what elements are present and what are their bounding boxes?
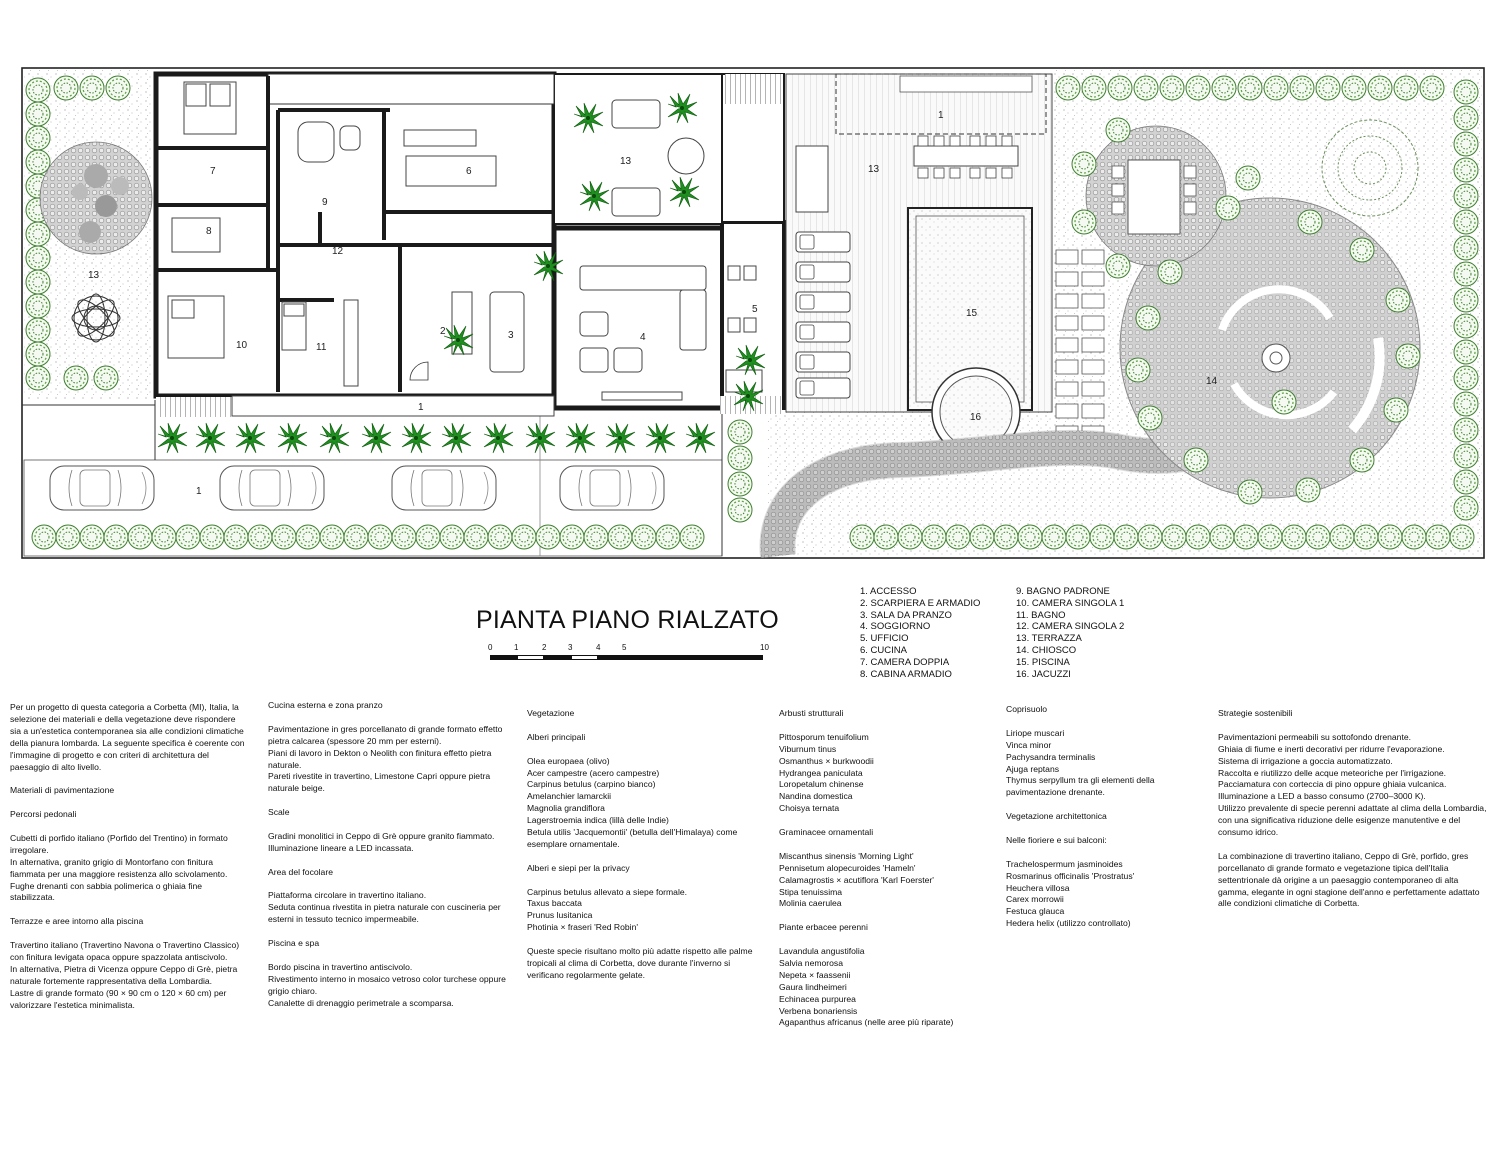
notes-heading: Piante erbacee perenni (779, 922, 868, 933)
notes-heading: Scale (268, 807, 290, 818)
room-label-11: 11 (316, 342, 327, 353)
notes-heading: Materiali di pavimentazione (10, 785, 115, 796)
scale-segment (571, 655, 598, 660)
notes-heading: Cucina esterna e zona pranzo (268, 700, 383, 710)
scale-segment (598, 655, 625, 660)
notes-paragraph: Trachelospermum jasminoides Rosmarinus o… (1006, 858, 1135, 929)
room-label-14: 14 (1206, 376, 1218, 387)
floor-plan-drawing: 7 8 9 6 12 10 11 2 3 4 5 1 1 1 13 13 13 … (21, 67, 1485, 559)
room-label-15: 15 (966, 308, 978, 319)
notes-paragraph: Gradini monolitici in Ceppo di Grè oppur… (268, 830, 495, 853)
room-label-5: 5 (752, 304, 758, 315)
legend-item: 3. SALA DA PRANZO (860, 609, 952, 621)
room-label-13-deck: 13 (868, 164, 880, 175)
legend-item: 10. CAMERA SINGOLA 1 (1016, 597, 1125, 609)
notes-paragraph: Olea europaea (olivo) Acer campestre (ac… (527, 755, 738, 849)
legend-item: 13. TERRAZZA (1016, 633, 1082, 645)
legend-item: 5. UFFICIO (860, 633, 909, 645)
scale-label: 5 (622, 643, 627, 652)
notes-heading: Strategie sostenibili (1218, 708, 1293, 718)
legend-item: 6. CUCINA (860, 644, 907, 656)
room-label-2: 2 (440, 326, 446, 337)
notes-column-groundcover: Coprisuolo Liriope muscari Vinca minor P… (1006, 704, 1202, 942)
notes-heading: Piscina e spa (268, 938, 320, 949)
notes-paragraph: Miscanthus sinensis 'Morning Light' Penn… (779, 850, 934, 909)
notes-paragraph: Nelle fioriere e sui balconi: (1006, 834, 1107, 845)
notes-paragraph: Lavandula angustifolia Salvia nemorosa N… (779, 946, 954, 1028)
scale-segment (544, 655, 571, 660)
notes-column-shrubs: Arbusti strutturali Pittosporum tenuifol… (779, 708, 994, 1041)
notes-paragraph: Per un progetto di questa categoria a Co… (10, 702, 245, 772)
room-label-1-parking: 1 (196, 486, 202, 497)
notes-paragraph: Cubetti di porfido italiano (Porfido del… (10, 832, 228, 903)
legend-item: 2. SCARPIERA E ARMADIO (860, 597, 981, 609)
room-label-9: 9 (322, 197, 328, 208)
notes-column-sustainability: Strategie sostenibili Pavimentazioni per… (1218, 708, 1488, 922)
notes-heading: Coprisuolo (1006, 704, 1048, 714)
room-label-1-front: 1 (418, 402, 424, 413)
notes-paragraph: Bordo piscina in travertino antiscivolo.… (268, 961, 506, 1008)
legend-item: 7. CAMERA DOPPIA (860, 656, 950, 668)
notes-heading: Vegetazione (527, 708, 575, 718)
scale-label: 0 (488, 643, 493, 652)
scale-segment (517, 655, 544, 660)
room-label-10: 10 (236, 340, 248, 351)
legend-item: 16. JACUZZI (1016, 668, 1071, 680)
scale-label: 2 (542, 643, 547, 652)
legend-column-2: 9. BAGNO PADRONE 10. CAMERA SINGOLA 1 11… (1016, 586, 1124, 680)
notes-paragraph: Carpinus betulus allevato a siepe formal… (527, 886, 688, 933)
room-label-4: 4 (640, 332, 646, 343)
notes-heading: Terrazze e aree intorno alla piscina (10, 916, 144, 927)
legend-item: 9. BAGNO PADRONE (1016, 586, 1110, 597)
room-label-1-top: 1 (938, 110, 944, 121)
legend-item: 14. CHIOSCO (1016, 644, 1077, 656)
room-label-3: 3 (508, 330, 514, 341)
room-label-8: 8 (206, 226, 212, 237)
notes-column-materials: Per un progetto di questa categoria a Co… (10, 702, 246, 1023)
room-label-13-terrace: 13 (620, 156, 632, 167)
notes-paragraph: Piattaforma circolare in travertino ital… (268, 890, 501, 925)
legend-item: 8. CABINA ARMADIO (860, 668, 952, 680)
notes-paragraph: Pittosporum tenuifolium Viburnum tinus O… (779, 731, 874, 814)
notes-paragraph: La combinazione di travertino italiano, … (1218, 850, 1480, 909)
legend-item: 11. BAGNO (1016, 609, 1066, 621)
legend-item: 4. SOGGIORNO (860, 621, 931, 633)
room-label-6: 6 (466, 166, 472, 177)
notes-heading: Percorsi pedonali (10, 809, 77, 820)
room-label-12: 12 (332, 246, 344, 257)
notes-heading: Arbusti strutturali (779, 708, 844, 718)
legend-column-1: 1. ACCESSO 2. SCARPIERA E ARMADIO 3. SAL… (860, 586, 980, 680)
legend-item: 12. CAMERA SINGOLA 2 (1016, 621, 1125, 633)
legend-item: 1. ACCESSO (860, 586, 917, 597)
legend-item: 15. PISCINA (1016, 656, 1070, 668)
notes-paragraph: Liriope muscari Vinca minor Pachysandra … (1006, 727, 1155, 798)
scale-segment (490, 655, 517, 660)
scale-bar: 0 1 2 3 4 5 10 (488, 643, 769, 667)
plan-title: PIANTA PIANO RIALZATO (476, 606, 779, 634)
scale-label: 4 (596, 643, 601, 652)
notes-heading: Alberi e siepi per la privacy (527, 862, 630, 873)
notes-paragraph: Pavimentazioni permeabili su sottofondo … (1218, 731, 1487, 838)
notes-heading: Graminacee ornamentali (779, 827, 874, 838)
scale-segment (625, 655, 763, 660)
notes-column-vegetation: Vegetazione Alberi principali Olea europ… (527, 708, 759, 994)
notes-column-outdoor-kitchen: Cucina esterna e zona pranzo Pavimentazi… (268, 700, 508, 1021)
scale-label: 3 (568, 643, 573, 652)
scale-label: 1 (514, 643, 519, 652)
notes-heading: Area del focolare (268, 866, 333, 877)
room-label-7: 7 (210, 166, 216, 177)
notes-heading: Vegetazione architettonica (1006, 811, 1107, 822)
notes-paragraph: Travertino italiano (Travertino Navona o… (10, 940, 240, 1010)
notes-paragraph: Pavimentazione in gres porcellanato di g… (268, 723, 503, 794)
room-label-16: 16 (970, 412, 982, 423)
notes-heading: Alberi principali (527, 731, 586, 742)
notes-paragraph: Queste specie risultano molto più adatte… (527, 946, 753, 980)
room-label-13-left: 13 (88, 270, 100, 281)
scale-label: 10 (760, 643, 769, 652)
